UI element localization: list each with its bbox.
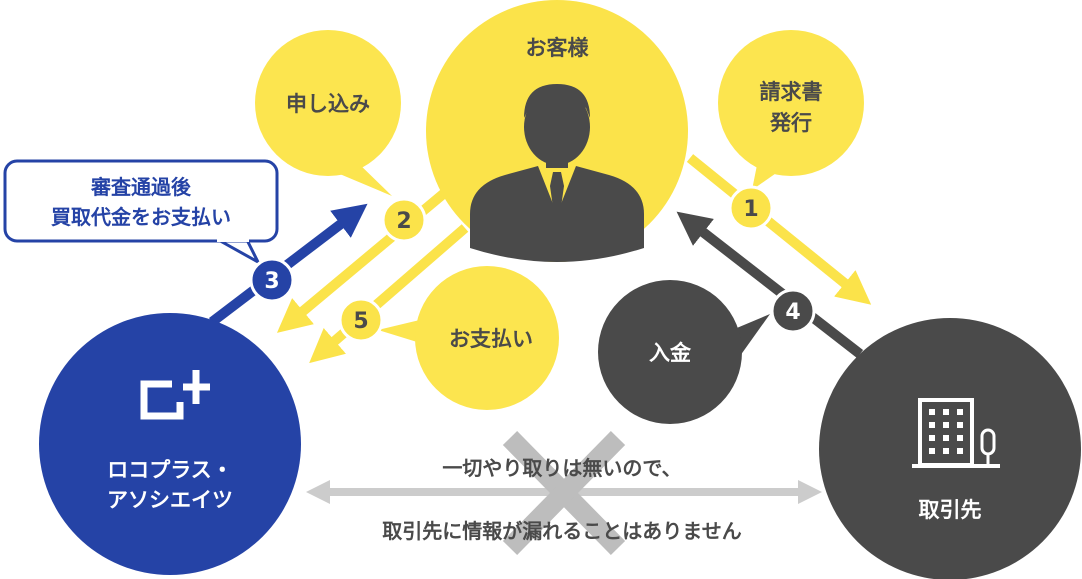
customer-node — [426, 0, 688, 262]
bubble-step-2 — [255, 30, 401, 196]
svg-text:5: 5 — [353, 309, 368, 334]
arrow-step-1 — [686, 154, 872, 305]
company-node — [39, 313, 301, 575]
step-badge-4: 4 — [770, 288, 816, 334]
bubble-step-4 — [598, 280, 770, 424]
svg-text:1: 1 — [743, 197, 758, 222]
company-label-line1: ロコプラス・ — [107, 458, 233, 482]
step-5-label: お支払い — [449, 327, 533, 351]
company-logo-icon — [140, 370, 210, 420]
svg-text:4: 4 — [785, 300, 800, 325]
step-3-label-line2: 買取代金をお支払い — [51, 205, 231, 229]
partner-label: 取引先 — [919, 498, 982, 522]
partner-node — [819, 318, 1081, 579]
step-1-label-line1: 請求書 — [760, 80, 823, 104]
svg-text:3: 3 — [264, 269, 279, 294]
bubble-step-5 — [378, 266, 559, 410]
note-line1: 一切やり取りは無いので、 — [442, 456, 681, 480]
svg-text:2: 2 — [396, 209, 411, 234]
note-line2: 取引先に情報が漏れることはありません — [382, 519, 741, 543]
bubble-step-1 — [718, 30, 864, 190]
step-badge-2: 2 — [381, 197, 427, 243]
cross-mark — [502, 430, 626, 556]
step-4-label: 入金 — [649, 341, 692, 365]
person-icon — [470, 84, 644, 262]
step-3-label-line1: 審査通過後 — [90, 175, 192, 199]
building-icon — [912, 398, 1000, 468]
step-badge-1: 1 — [728, 185, 774, 231]
step-badge-3: 3 — [249, 257, 295, 303]
arrow-step-4 — [676, 211, 864, 358]
company-label-line2: アソシエイツ — [107, 488, 233, 512]
step-badge-5: 5 — [338, 297, 384, 343]
step-1-label-line2: 発行 — [769, 111, 812, 135]
customer-label: お客様 — [526, 36, 590, 60]
step-2-label: 申し込み — [286, 92, 370, 116]
callout-step-3 — [3, 159, 279, 264]
